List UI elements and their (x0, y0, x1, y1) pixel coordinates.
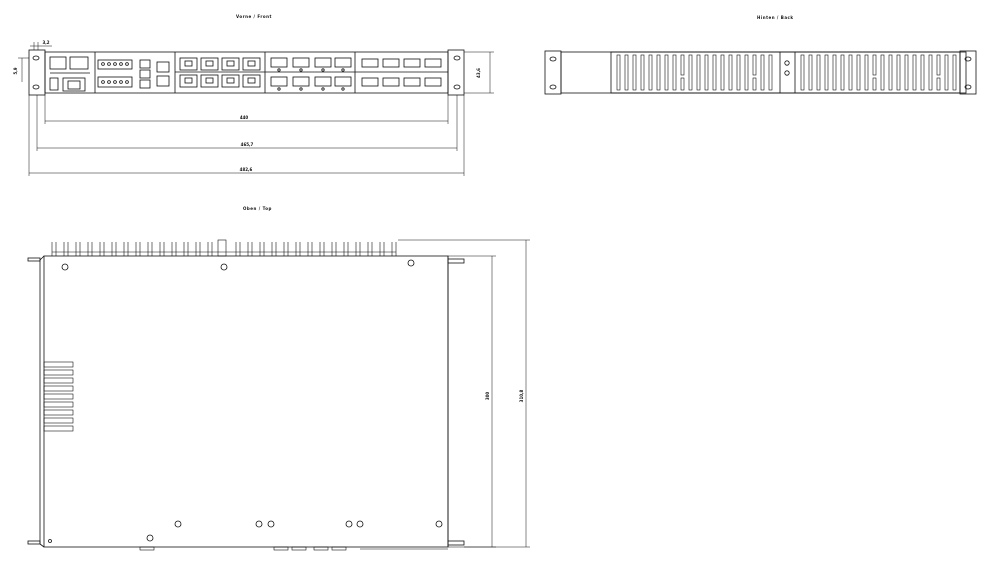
dimension-labels: 440 465,7 482,6 43,6 5,9 3,2 300 310,8 (13, 40, 524, 402)
top-bracket-upper (447, 258, 465, 264)
front-right-ear (447, 49, 465, 96)
side-vent-slots (43, 361, 74, 432)
top-view (27, 239, 530, 551)
top-bracket-lower (447, 540, 465, 546)
front-panel-body (44, 51, 449, 94)
rear-connectors (139, 546, 448, 551)
dim-label-5-9: 5,9 (13, 67, 18, 74)
top-screws (48, 259, 443, 543)
dim-label-465-7: 465,7 (241, 142, 254, 147)
dim-label-482-6: 482,6 (240, 167, 253, 172)
dim-label-43-6: 43,6 (476, 68, 481, 78)
front-view (18, 42, 494, 176)
front-left-ear (28, 49, 46, 96)
dim-label-300: 300 (485, 392, 490, 401)
fiber-sc-module (270, 57, 352, 91)
front-connector-comb (51, 239, 397, 257)
top-view-title: Oben / Top (243, 206, 272, 211)
ground-screw-icon-2 (784, 70, 790, 76)
back-vent-slots (616, 54, 957, 91)
power-module (49, 56, 90, 92)
dim-label-310-8: 310,8 (519, 389, 524, 402)
dim-label-3-2: 3,2 (42, 40, 49, 45)
dim-label-440: 440 (240, 115, 249, 120)
top-dimensions (398, 239, 530, 548)
back-view-title: Hinten / Back (757, 15, 794, 20)
front-view-title: Vorne / Front (236, 14, 272, 19)
back-right-ear (959, 50, 977, 95)
back-view (544, 50, 977, 95)
rj45-module (179, 57, 261, 88)
top-housing-outline (43, 255, 449, 548)
ground-screw-icon (784, 60, 790, 66)
terminal-module (97, 59, 170, 89)
front-dimensions (18, 42, 494, 176)
sfp-module (361, 58, 442, 87)
back-left-ear (544, 50, 562, 95)
